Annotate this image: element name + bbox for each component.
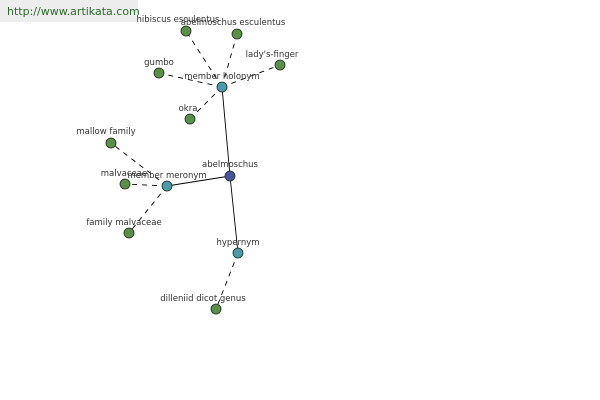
edges-layer (110, 30, 281, 310)
watermark-bar: http://www.artikata.com (0, 0, 140, 22)
node-member-holonym[interactable]: member holonym (184, 72, 260, 93)
node-dot-hibiscus-esculentus[interactable] (180, 25, 192, 37)
node-hibiscus-esculentus[interactable]: hibiscus esculentus (137, 15, 221, 37)
node-label-gumbo: gumbo (144, 58, 174, 68)
edge-member-holonym-to-hibiscus-esculentus (185, 30, 223, 88)
watermark-url[interactable]: http://www.artikata.com (7, 5, 140, 18)
node-label-hibiscus-esculentus: hibiscus esculentus (137, 15, 221, 25)
node-hypernym[interactable]: hypernym (216, 238, 260, 259)
node-dot-okra[interactable] (184, 113, 196, 125)
edge-hypernym-to-dilleniid-dicot-genus (215, 252, 239, 310)
node-mallow-family[interactable]: mallow family (76, 127, 136, 149)
node-ladys-finger[interactable]: lady's-finger (246, 50, 299, 71)
edge-member-meronym-to-mallow-family (110, 142, 168, 187)
node-member-meronym[interactable]: member meronym (127, 171, 207, 192)
node-okra[interactable]: okra (179, 104, 198, 125)
edge-member-meronym-to-family-malvaceae (128, 185, 168, 234)
node-label-ladys-finger: lady's-finger (246, 50, 299, 60)
edge-abelmoschus-to-member-holonym (221, 86, 231, 177)
node-dot-ladys-finger[interactable] (274, 59, 286, 71)
node-dot-dilleniid-dicot-genus[interactable] (210, 303, 222, 315)
node-malvaceae[interactable]: malvaceae (101, 169, 147, 190)
node-dot-abelmoschus[interactable] (224, 170, 236, 182)
edge-member-meronym-to-malvaceae (124, 183, 168, 187)
node-label-abelmoschus-esculentus: abelmoschus esculentus (181, 18, 286, 28)
node-label-abelmoschus: abelmoschus (202, 160, 259, 170)
node-label-member-holonym: member holonym (184, 72, 259, 82)
node-dot-malvaceae[interactable] (119, 178, 131, 190)
node-label-okra: okra (179, 104, 198, 114)
node-gumbo[interactable]: gumbo (144, 58, 174, 79)
node-dot-family-malvaceae[interactable] (123, 227, 135, 239)
nodes-layer: abelmoschus member holonym member meronym h… (76, 15, 299, 315)
edge-abelmoschus-to-member-meronym (166, 175, 231, 187)
node-family-malvaceae[interactable]: family malvaceae (86, 218, 162, 239)
node-label-member-meronym: member meronym (127, 171, 206, 181)
node-label-hypernym: hypernym (216, 238, 259, 248)
edge-member-holonym-to-ladys-finger (221, 64, 281, 88)
node-dot-member-holonym[interactable] (216, 81, 228, 93)
node-dot-hypernym[interactable] (232, 247, 244, 259)
node-label-family-malvaceae: family malvaceae (86, 218, 161, 228)
node-abelmoschus-esculentus[interactable]: abelmoschus esculentus (181, 18, 286, 40)
node-dot-gumbo[interactable] (153, 67, 165, 79)
node-dot-mallow-family[interactable] (105, 137, 117, 149)
node-dilleniid-dicot-genus[interactable]: dilleniid dicot genus (160, 294, 246, 315)
node-label-malvaceae: malvaceae (101, 169, 147, 179)
node-dot-member-meronym[interactable] (161, 180, 173, 192)
edge-member-holonym-to-gumbo (158, 72, 223, 88)
edge-abelmoschus-to-hypernym (229, 175, 239, 254)
node-dot-abelmoschus-esculentus[interactable] (231, 28, 243, 40)
node-abelmoschus[interactable]: abelmoschus (202, 160, 259, 182)
node-label-dilleniid-dicot-genus: dilleniid dicot genus (160, 294, 246, 304)
edge-member-holonym-to-okra (189, 86, 223, 120)
node-label-mallow-family: mallow family (76, 127, 135, 137)
